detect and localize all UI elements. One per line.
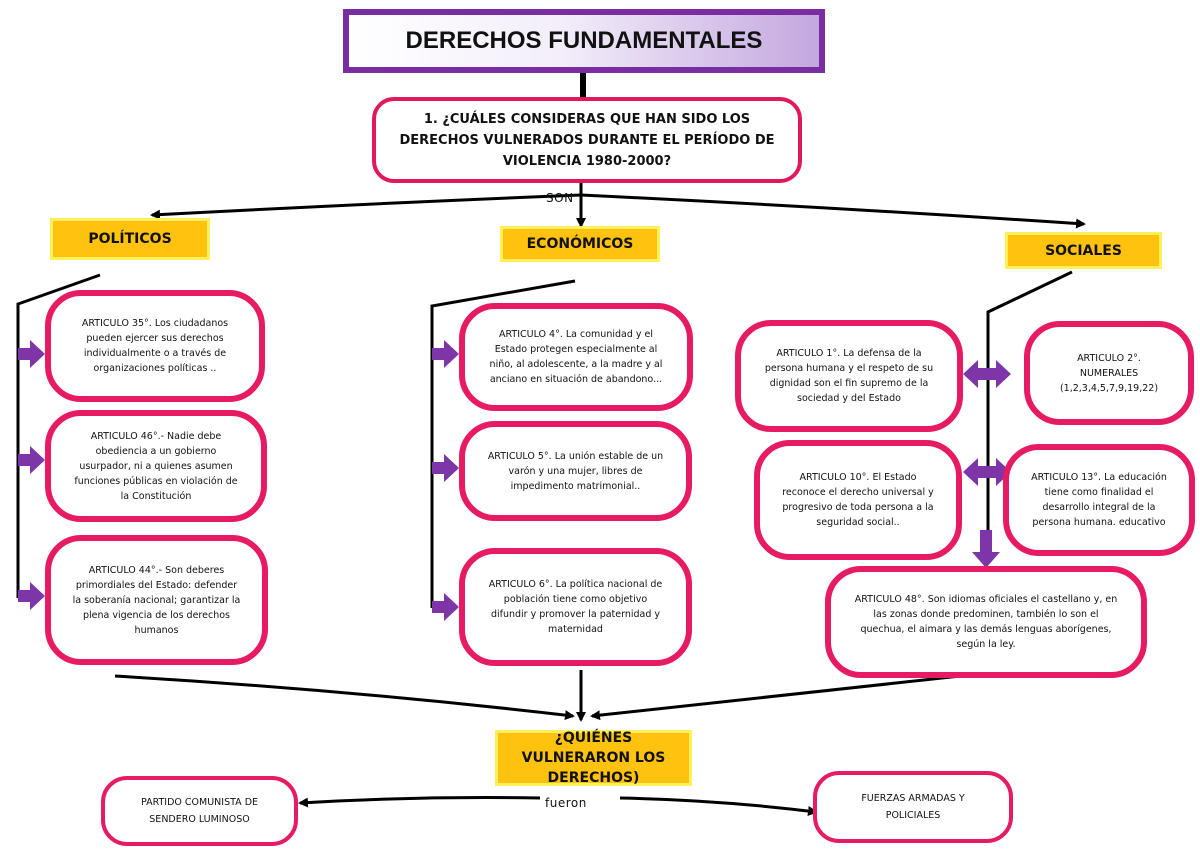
category-sociales: SOCIALES [1005, 232, 1162, 269]
category-economicos: ECONÓMICOS [500, 226, 660, 262]
main-question: 1. ¿CUÁLES CONSIDERAS QUE HAN SIDO LOS D… [372, 97, 802, 183]
who-question: ¿QUIÉNES VULNERARON LOS DERECHOS) [495, 730, 692, 786]
node-articulo-35: ARTICULO 35°. Los ciudadanos pueden ejer… [45, 290, 265, 402]
node-articulo-4: ARTICULO 4°. La comunidad y el Estado pr… [459, 303, 693, 411]
node-articulo-6: ARTICULO 6°. La política nacional de pob… [459, 548, 692, 666]
node-articulo-44: ARTICULO 44°.- Son deberes primordiales … [45, 535, 268, 665]
node-articulo-46: ARTICULO 46°.- Nadie debe obediencia a u… [45, 410, 267, 522]
node-articulo-10: ARTICULO 10°. El Estado reconoce el dere… [754, 440, 962, 560]
agent-fuerzas-armadas: FUERZAS ARMADAS Y POLICIALES [813, 771, 1013, 843]
node-articulo-48: ARTICULO 48°. Son idiomas oficiales el c… [825, 566, 1147, 678]
category-politicos: POLÍTICOS [50, 218, 210, 260]
agent-sendero-luminoso: PARTIDO COMUNISTA DE SENDERO LUMINOSO [101, 776, 298, 846]
fueron-label: fueron [545, 796, 587, 810]
node-articulo-2: ARTICULO 2°. NUMERALES (1,2,3,4,5,7,9,19… [1024, 321, 1194, 425]
son-label: SON [546, 191, 574, 205]
node-articulo-1: ARTICULO 1°. La defensa de la persona hu… [735, 320, 963, 432]
node-articulo-5: ARTICULO 5°. La unión estable de un varó… [459, 421, 692, 521]
page-title: DERECHOS FUNDAMENTALES [343, 9, 825, 73]
node-articulo-13: ARTICULO 13°. La educación tiene como fi… [1003, 444, 1195, 556]
